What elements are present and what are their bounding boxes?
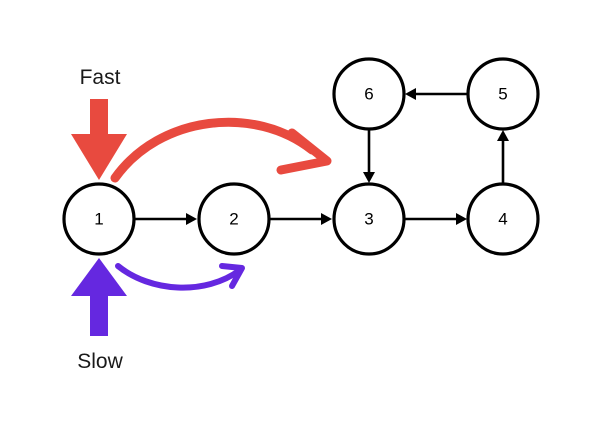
node-2-label: 2 bbox=[229, 210, 238, 229]
edge-3-to-4 bbox=[405, 213, 467, 225]
fast-jump-arrow bbox=[110, 117, 332, 183]
node-4-label: 4 bbox=[498, 210, 507, 229]
edge-4-to-5 bbox=[497, 130, 509, 183]
edge-1-to-2 bbox=[135, 213, 197, 225]
fast-pointer-arrow-icon bbox=[71, 99, 127, 180]
node-1-label: 1 bbox=[94, 210, 103, 229]
node-4: 4 bbox=[466, 182, 540, 256]
fast-pointer-label: Fast bbox=[80, 66, 121, 89]
edge-2-to-3 bbox=[270, 213, 332, 225]
node-3-label: 3 bbox=[364, 210, 373, 229]
node-6: 6 bbox=[332, 57, 406, 131]
node-3: 3 bbox=[332, 182, 406, 256]
node-1: 1 bbox=[62, 182, 136, 256]
slow-pointer-label: Slow bbox=[77, 350, 123, 373]
node-5: 5 bbox=[466, 57, 540, 131]
node-6-label: 6 bbox=[364, 85, 373, 104]
node-2: 2 bbox=[197, 182, 271, 256]
slow-jump-arrow bbox=[115, 263, 245, 291]
node-5-label: 5 bbox=[498, 85, 507, 104]
slow-pointer-arrow-icon bbox=[71, 258, 127, 336]
edge-5-to-6 bbox=[405, 88, 467, 100]
edge-6-to-3 bbox=[363, 130, 375, 183]
